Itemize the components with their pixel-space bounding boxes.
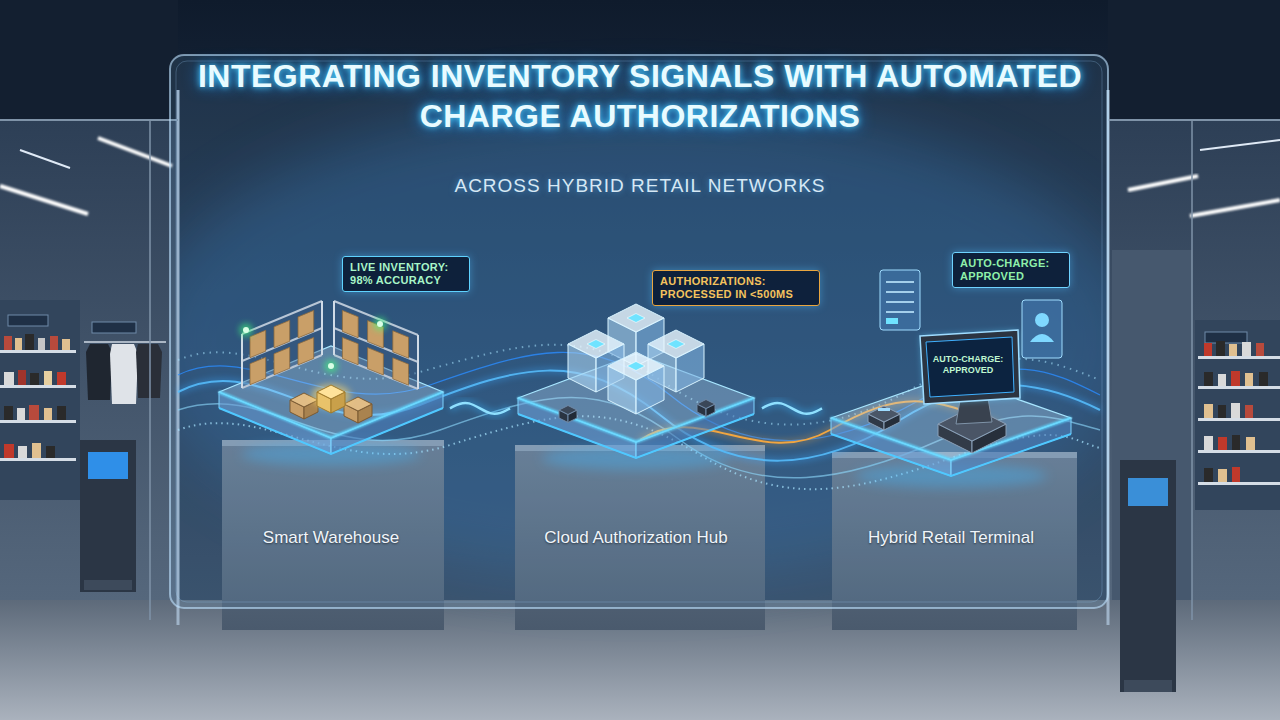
server-light — [667, 340, 685, 349]
platform-illustration — [822, 300, 1080, 558]
server-light — [627, 314, 645, 323]
warehouse-platform: Smart Warehouse — [212, 300, 450, 558]
box-text: Cloud Authorization Hub — [510, 528, 762, 548]
shelf-post — [417, 335, 419, 389]
signal-dot — [377, 321, 383, 327]
cube-top — [648, 330, 704, 358]
shelf-post — [241, 334, 243, 388]
panel-line — [886, 291, 914, 293]
server-light — [627, 362, 645, 371]
panel-chip — [886, 318, 898, 324]
data-stream-connector — [762, 403, 822, 414]
stock-box — [274, 320, 290, 347]
platform-edge — [518, 414, 754, 458]
stock-box — [250, 357, 266, 384]
box-text: AUTO-CHARGE: APPROVED — [960, 257, 1062, 283]
signal-dot — [328, 363, 334, 369]
signal-glow — [324, 359, 337, 372]
signal-glow — [373, 317, 386, 330]
metric-callout: AUTHORIZATIONS: PROCESSED IN <500MS — [652, 270, 820, 306]
status-callout: AUTO-CHARGE: APPROVED — [952, 252, 1070, 288]
stock-box — [393, 358, 409, 385]
platform-illustration — [212, 300, 450, 558]
screen-bezel — [920, 330, 1020, 404]
glass-panel — [170, 55, 1108, 608]
box-text: LIVE INVENTORY: 98% ACCURACY — [350, 261, 462, 287]
stock-box — [274, 347, 290, 374]
stock-box — [250, 330, 266, 357]
box-text: Hybrid Retail Terminal — [822, 528, 1080, 548]
cube-top — [317, 385, 345, 399]
screen-display — [926, 337, 1014, 397]
floating-panel — [1022, 300, 1062, 358]
subtitle-text: ACROSS HYBRID RETAIL NETWORKS — [190, 174, 1090, 198]
signal-dot — [243, 327, 249, 333]
connector-line — [762, 403, 822, 414]
diagram-title: INTEGRATING INVENTORY SIGNALS WITH AUTOM… — [190, 56, 1090, 136]
terminal-platform: Hybrid Retail Terminal — [822, 300, 1080, 558]
shelf-back — [242, 301, 322, 388]
person-icon — [1035, 313, 1049, 327]
cube-top — [697, 400, 715, 409]
terminal-illustration — [831, 270, 1071, 488]
hub-illustration — [518, 304, 754, 470]
data-stream-connector — [450, 403, 510, 414]
platform-top — [518, 354, 754, 442]
panel-line — [886, 311, 914, 313]
panel-line — [886, 281, 914, 283]
connector-line — [450, 403, 510, 414]
stock-box — [368, 348, 384, 375]
box-text: AUTHORIZATIONS: PROCESSED IN <500MS — [660, 275, 812, 301]
data-streams — [178, 345, 1100, 489]
stock-box — [342, 337, 358, 364]
stock-box — [298, 337, 314, 364]
shelf-post — [321, 301, 323, 355]
card-slot — [878, 408, 890, 411]
metric-callout: LIVE INVENTORY: 98% ACCURACY — [342, 256, 470, 292]
box-text: Smart Warehouse — [212, 528, 450, 548]
cube-top — [608, 352, 664, 380]
cube-top — [568, 330, 624, 358]
panel-line — [886, 301, 914, 303]
floating-panel — [880, 270, 920, 330]
stock-box — [342, 310, 358, 337]
hub-platform: Cloud Authorization Hub — [510, 300, 762, 558]
cube-top — [559, 406, 577, 415]
right-storefront — [1108, 0, 1280, 692]
server-light — [587, 340, 605, 349]
platform-edge — [219, 408, 443, 454]
left-storefront — [0, 0, 178, 625]
stock-box — [298, 310, 314, 337]
platform-illustration — [510, 300, 762, 558]
shelf-back — [334, 301, 418, 389]
signal-glow — [239, 323, 252, 336]
connector-glow — [450, 403, 510, 414]
stock-box — [393, 331, 409, 358]
warehouse-illustration — [219, 301, 443, 466]
shelf-post — [333, 301, 335, 355]
connector-glow — [762, 403, 822, 414]
cube-top — [608, 304, 664, 332]
person-icon — [1030, 334, 1054, 342]
screen-glow — [920, 330, 1020, 404]
cube-top — [868, 406, 900, 422]
screen-status-text: AUTO-CHARGE: APPROVED — [926, 354, 1010, 376]
